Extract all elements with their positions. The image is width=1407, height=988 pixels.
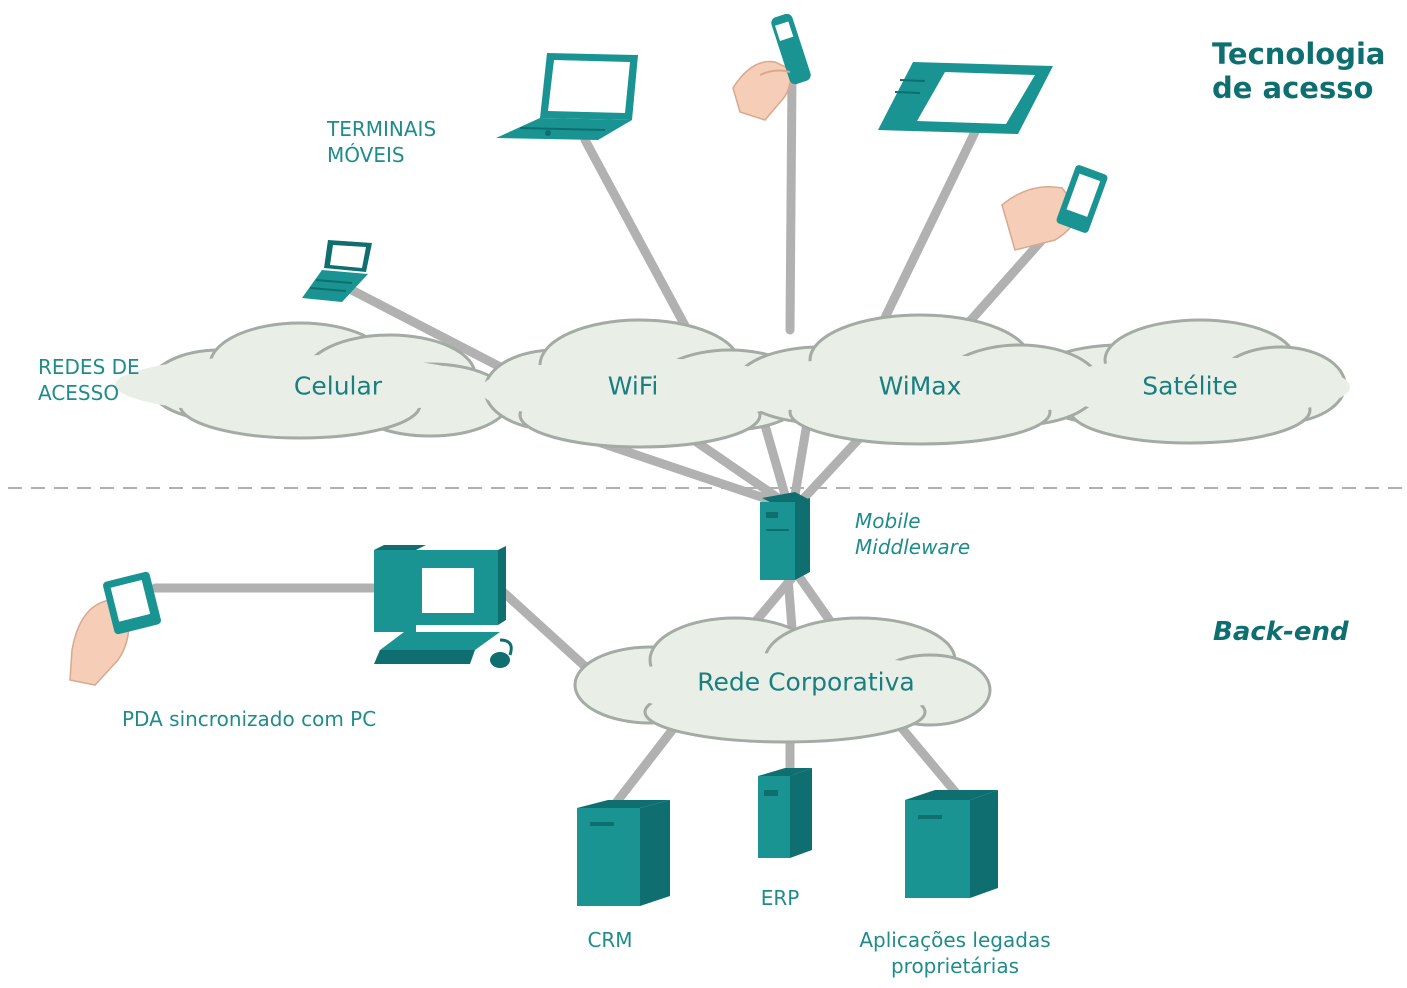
pda-pc-label: PDA sincronizado com PC (122, 707, 377, 731)
pda-in-hand-icon (1001, 165, 1108, 251)
terminais-line-1: TERMINAIS (327, 117, 437, 141)
cloud-wimax-label: WiMax (878, 371, 962, 401)
middleware-line-1: Mobile (855, 509, 921, 533)
flip-phone-icon (302, 240, 372, 302)
laptop-icon (496, 53, 638, 140)
legacy-line-2: proprietárias (890, 953, 1020, 978)
crm-label: CRM (587, 928, 655, 954)
redes-line-2: ACESSO (38, 380, 120, 405)
cell-phone-in-hand-icon (732, 13, 811, 121)
desktop-pc-icon (374, 545, 513, 668)
synced-pda-icon (69, 571, 161, 686)
redes-label: REDES DE ACESSO (38, 355, 140, 406)
access-network-clouds (115, 313, 1350, 449)
redes-line-1: REDES DE (38, 355, 140, 379)
terminais-label: TERMINAIS MÓVEIS (327, 117, 436, 168)
cloud-corporativa-label: Rede Corporativa (697, 667, 915, 697)
cloud-satelite-label: Satélite (1142, 371, 1238, 401)
legacy-label: Aplicações legadas proprietárias (859, 928, 1146, 979)
middleware-line-2: Middleware (855, 534, 971, 559)
crm-server-icon (577, 800, 670, 906)
cloud-wifi-label: WiFi (607, 371, 659, 401)
legacy-server-icon (905, 790, 998, 898)
erp-label-text: ERP (760, 886, 800, 910)
middleware-server-icon (760, 492, 810, 580)
middleware-label: Mobile Middleware (855, 509, 970, 560)
cloud-rede-corporativa (573, 616, 992, 744)
legacy-line-1: Aplicações legadas (859, 928, 1051, 952)
crm-label-text: CRM (587, 928, 633, 952)
tecnologia-heading: Tecnologia de acesso (1212, 37, 1386, 105)
heading-line-1: Tecnologia (1212, 37, 1386, 71)
tablet-icon (878, 62, 1053, 134)
backend-heading: Back-end (1213, 617, 1349, 647)
heading-line-2: de acesso (1212, 71, 1374, 106)
cloud-celular-label: Celular (293, 371, 383, 401)
terminais-line-2: MÓVEIS (327, 142, 405, 167)
erp-server-icon (758, 768, 812, 858)
erp-label: ERP (761, 886, 819, 912)
